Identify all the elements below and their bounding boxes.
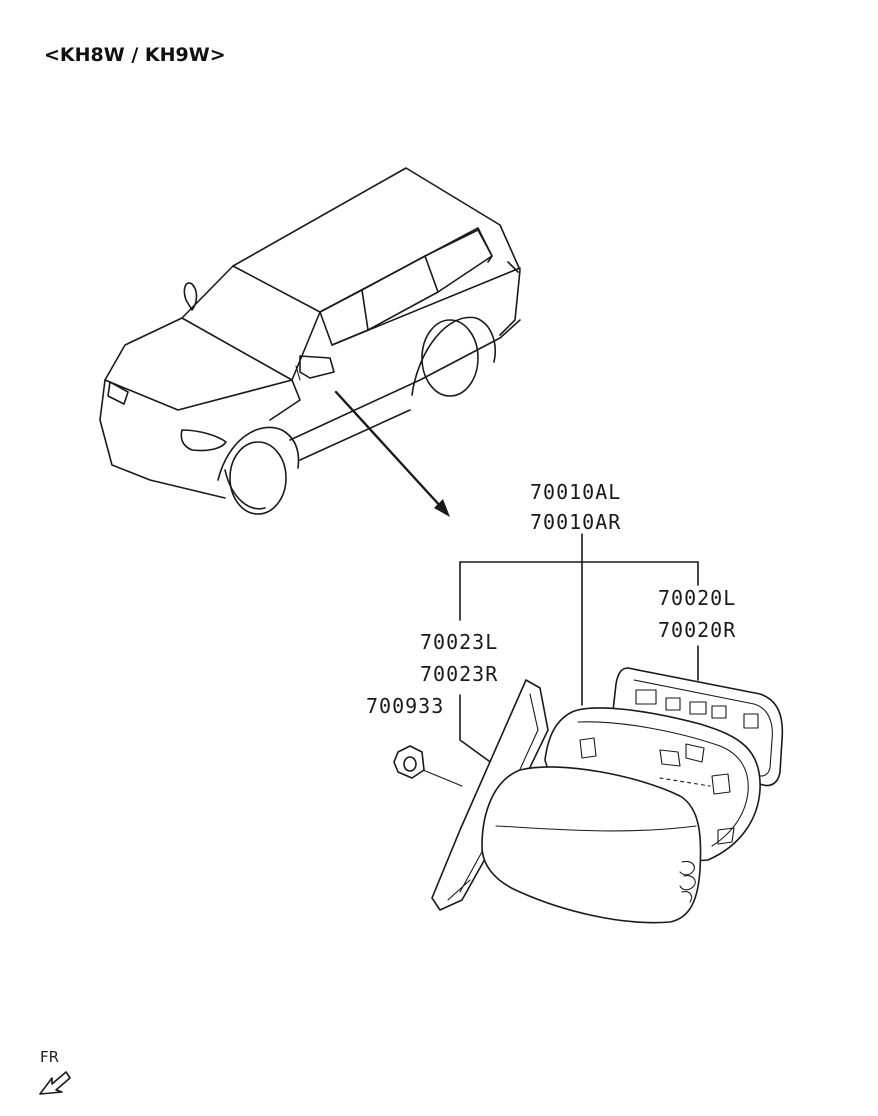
nut-part bbox=[393, 745, 425, 779]
part-label-cap-left: 70020L bbox=[658, 586, 737, 610]
part-label-cap-right: 70020R bbox=[658, 618, 737, 642]
detail-arrow bbox=[334, 390, 450, 517]
direction-label: FR bbox=[40, 1048, 60, 1066]
part-label-housing-right: 70023R bbox=[420, 662, 499, 686]
part-label-nut: 700933 bbox=[366, 694, 445, 718]
part-label-assembly-right: 70010AR bbox=[530, 510, 622, 534]
arrow-icon bbox=[39, 1071, 71, 1095]
model-title: <KH8W / KH9W> bbox=[44, 44, 226, 66]
part-label-assembly-left: 70010AL bbox=[530, 480, 622, 504]
part-label-housing-left: 70023L bbox=[420, 630, 499, 654]
mirror-shell-part bbox=[481, 766, 702, 924]
vehicle-illustration bbox=[99, 167, 521, 515]
